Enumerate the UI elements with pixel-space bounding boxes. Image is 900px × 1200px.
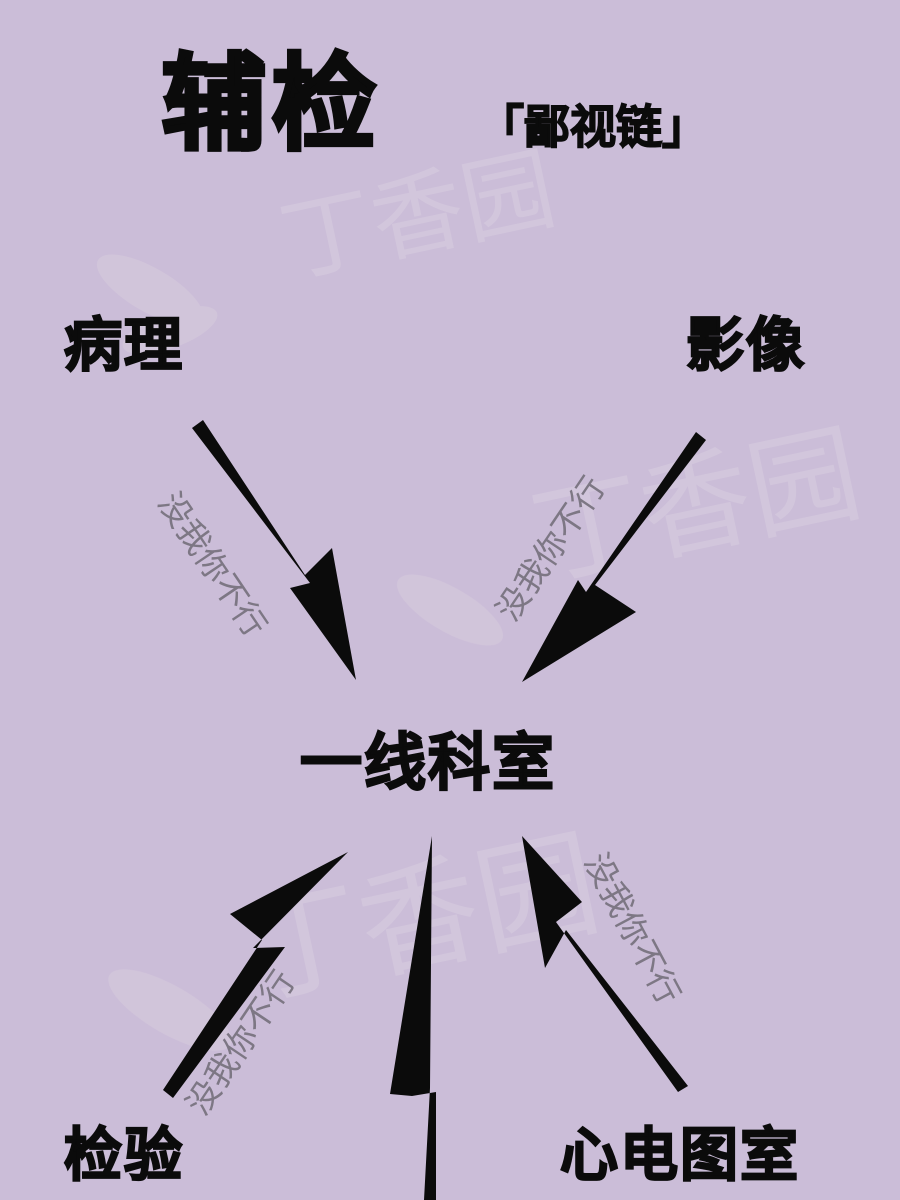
- arrow-bottom-to-center: [390, 836, 436, 1200]
- node-ecg: 心电图室: [559, 1121, 801, 1189]
- page-subtitle: 「鄙视链」: [477, 100, 709, 154]
- page-title: 辅检: [160, 43, 383, 165]
- arrow-imaging-to-center: [522, 432, 706, 682]
- node-lab: 检验: [63, 1121, 185, 1189]
- arrow-lab-to-center: [163, 852, 348, 1098]
- node-pathology: 病理: [63, 311, 185, 379]
- arrow-ecg-to-center: [522, 836, 688, 1092]
- arrow-pathology-to-center: [192, 420, 356, 680]
- node-imaging: 影像: [685, 311, 807, 379]
- node-center: 一线科室: [299, 726, 557, 799]
